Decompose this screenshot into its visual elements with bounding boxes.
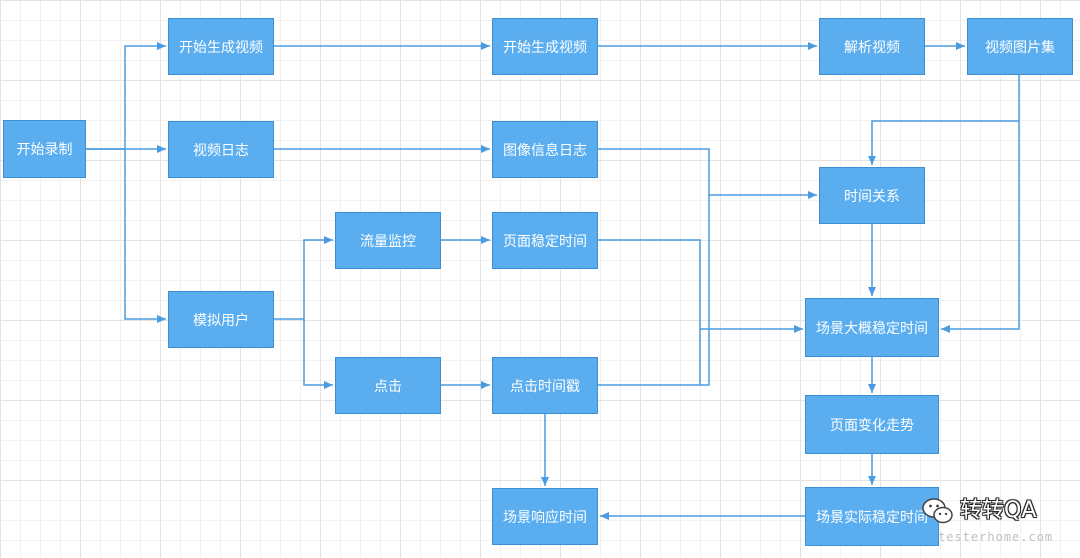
node-video-log[interactable]: 视频日志 [168, 121, 274, 178]
edge-ts-to-time [598, 195, 710, 386]
node-page-stable-time[interactable]: 页面稳定时间 [492, 212, 598, 269]
node-simulate-user[interactable]: 模拟用户 [168, 291, 274, 348]
node-traffic-monitor[interactable]: 流量监控 [335, 212, 441, 269]
node-scene-response-time[interactable]: 场景响应时间 [492, 488, 598, 545]
edge-imgs-to-approx [941, 121, 1020, 333]
node-start-gen-video-2[interactable]: 开始生成视频 [492, 18, 598, 75]
wechat-icon [922, 498, 953, 524]
watermark: 转转QA testerhome.com [920, 488, 1070, 552]
node-start-recording[interactable]: 开始录制 [3, 120, 86, 178]
edge-ilog-to-time [598, 148, 817, 199]
node-click[interactable]: 点击 [335, 357, 441, 414]
watermark-title: 转转QA [960, 498, 1037, 523]
node-video-image-set[interactable]: 视频图片集 [967, 18, 1073, 75]
edge-start-to-sim [124, 149, 166, 323]
node-image-info-log[interactable]: 图像信息日志 [492, 121, 598, 178]
edge-imgs-to-time [868, 75, 1020, 165]
node-parse-video[interactable]: 解析视频 [819, 18, 925, 75]
node-page-change-trend[interactable]: 页面变化走势 [805, 395, 939, 454]
node-scene-actual-stable-time[interactable]: 场景实际稳定时间 [805, 487, 939, 546]
node-scene-approx-stable-time[interactable]: 场景大概稳定时间 [805, 298, 939, 357]
watermark-subtitle: testerhome.com [938, 530, 1054, 544]
edge-sim-to-click [303, 319, 333, 389]
edge-stable-to-approx [598, 239, 803, 333]
node-click-timestamp[interactable]: 点击时间戳 [492, 357, 598, 414]
node-time-relation[interactable]: 时间关系 [819, 167, 925, 224]
edge-sim-to-flow [274, 236, 333, 320]
edge-start-to-gen1 [86, 42, 166, 150]
node-start-gen-video-1[interactable]: 开始生成视频 [168, 18, 274, 75]
